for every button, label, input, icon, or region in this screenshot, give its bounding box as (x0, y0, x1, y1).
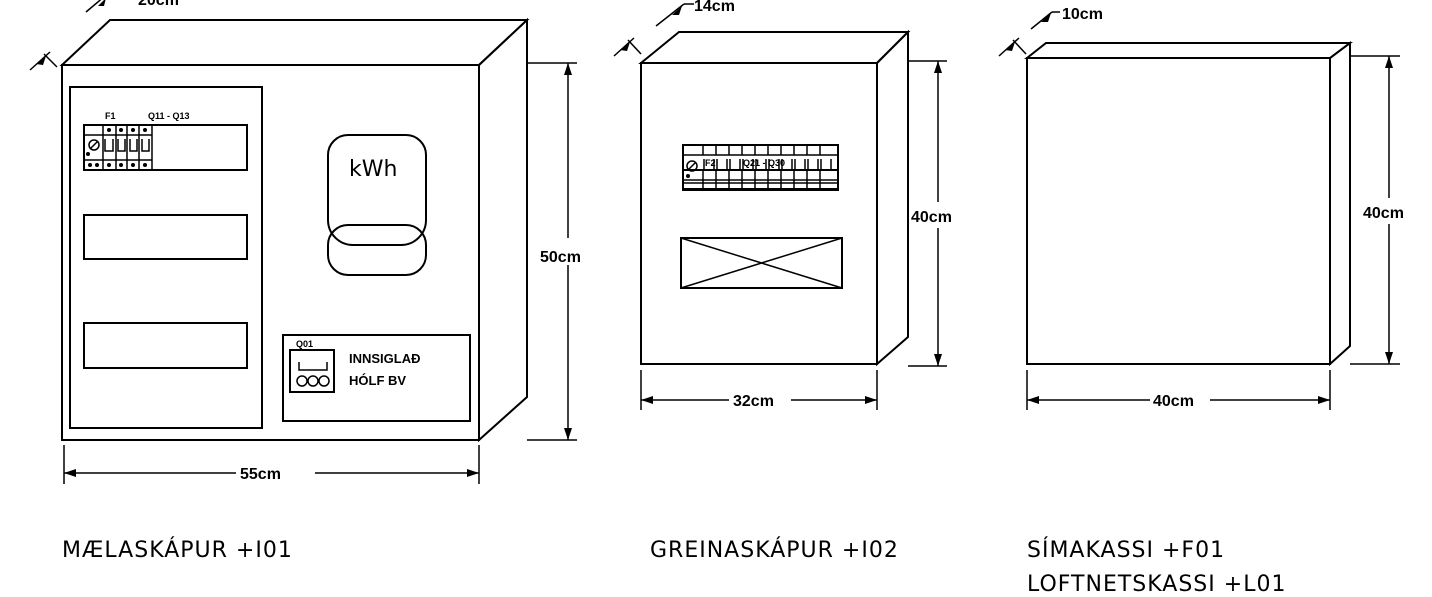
distribution-width-dimension: 32cm (640, 370, 878, 410)
meter-height-label: 50cm (540, 249, 581, 266)
distribution-switch-knob-icon (686, 160, 698, 172)
telecom-side-face (1329, 41, 1351, 367)
meter-top-face (59, 19, 530, 66)
telecom-width-dimension: 40cm (1026, 370, 1331, 410)
distribution-depth-dimension: 14cm (613, 0, 735, 57)
telecom-width-label: 40cm (1153, 393, 1194, 410)
main-switch-box (289, 349, 335, 393)
meter-width-dimension: 55cm (63, 445, 480, 484)
breaker-label-q21-q30: Q21 - Q30 (743, 158, 785, 168)
sealed-compartment: Q01 INNSIGLAÐ HÓLF BV (282, 334, 471, 422)
meter-width-label: 55cm (240, 466, 281, 483)
distribution-top-face (638, 31, 911, 64)
meter-side-face (478, 17, 528, 443)
distribution-side-face (876, 29, 909, 367)
seal-text-line-2: HÓLF BV (349, 373, 406, 388)
meter-cabinet: 20cm F1 Q11 - Q13 (29, 0, 581, 563)
telecom-top-face (1024, 42, 1353, 59)
telecom-height-label: 40cm (1363, 205, 1404, 222)
telecom-cabinet-label: SÍMAKASSI +F01 (1027, 537, 1225, 563)
distribution-depth-label: 14cm (694, 0, 735, 15)
empty-rail-2 (83, 322, 248, 369)
distribution-cabinet-label: GREINASKÁPUR +I02 (650, 537, 899, 563)
breaker-label-f2: F2 (705, 158, 716, 168)
distribution-blank-panel (680, 237, 843, 289)
telecom-depth-dimension: 10cm (998, 6, 1103, 57)
telecom-depth-label: 10cm (1062, 6, 1103, 23)
main-switch-label: Q01 (296, 339, 313, 349)
telecom-cabinet: 10cm 40cm 40cm SÍMAKASSI +F01 LOFTNETSKA… (998, 6, 1404, 597)
distribution-height-dimension: 40cm (908, 60, 952, 367)
kwh-meter: kWh (327, 134, 427, 276)
distribution-front-face (640, 62, 878, 365)
meter-cabinet-label: MÆLASKÁPUR +I01 (62, 537, 293, 563)
telecom-height-dimension: 40cm (1350, 55, 1404, 365)
breaker-label-q11-q13: Q11 - Q13 (148, 111, 190, 121)
breaker-label-f1: F1 (105, 111, 116, 121)
switch-knob-icon (88, 139, 100, 151)
distribution-cabinet: 14cm F2 Q21 - Q30 (613, 0, 952, 563)
distribution-height-label: 40cm (911, 209, 952, 226)
meter-height-dimension: 50cm (527, 62, 581, 441)
meter-breaker-row: F1 Q11 - Q13 (83, 111, 248, 171)
meter-front-face (61, 64, 480, 441)
meter-depth-label: 20cm (138, 0, 179, 9)
distribution-breaker-row: F2 Q21 - Q30 (682, 144, 839, 191)
antenna-cabinet-label: LOFTNETSKASSI +L01 (1027, 572, 1286, 597)
breaker-rail (83, 124, 248, 171)
distribution-width-label: 32cm (733, 393, 774, 410)
meter-inner-panel (69, 86, 263, 429)
empty-rail-1 (83, 214, 248, 260)
seal-text-line-1: INNSIGLAÐ (349, 351, 421, 366)
meter-depth-dimension: 20cm (29, 0, 179, 71)
telecom-front-face (1026, 57, 1331, 365)
kwh-label: kWh (349, 157, 397, 182)
